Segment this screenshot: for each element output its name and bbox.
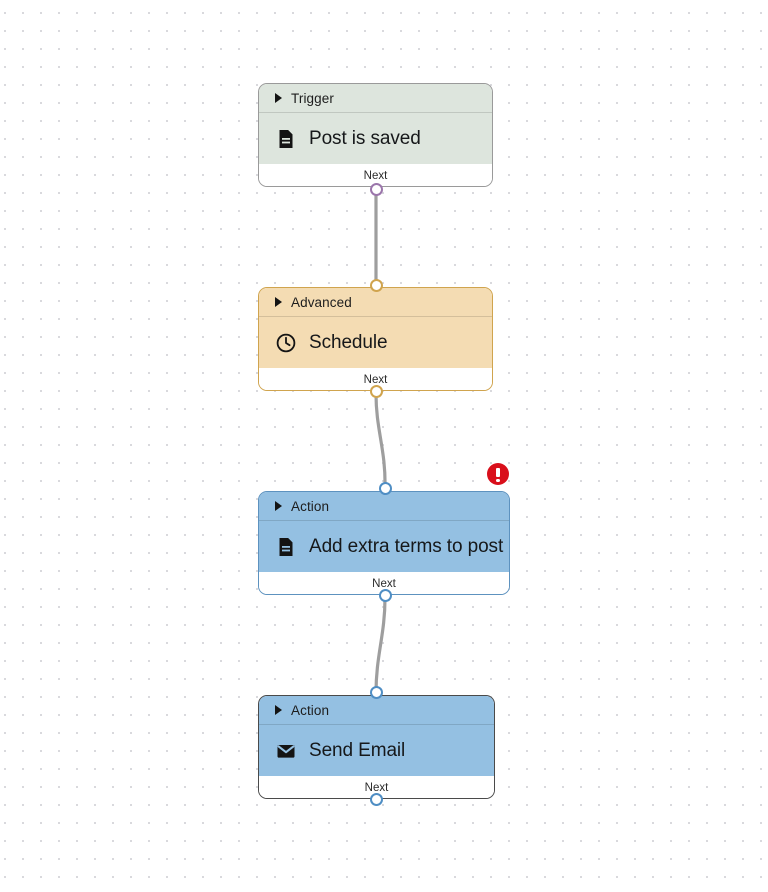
- disclosure-triangle-icon[interactable]: [275, 93, 282, 103]
- disclosure-triangle-icon[interactable]: [275, 501, 282, 511]
- node-trigger[interactable]: Trigger Post is saved Next: [258, 83, 493, 187]
- node-trigger-header[interactable]: Trigger: [259, 84, 492, 113]
- document-icon: [275, 128, 297, 150]
- port-advanced-output[interactable]: [369, 384, 383, 398]
- node-action-add-terms[interactable]: Action Add extra terms to post Next: [258, 491, 510, 595]
- node-action-add-terms-header[interactable]: Action: [259, 492, 509, 521]
- port-action-add-terms-input[interactable]: [378, 481, 392, 495]
- node-action-add-terms-next-button[interactable]: Next: [259, 572, 509, 594]
- disclosure-triangle-icon[interactable]: [275, 705, 282, 715]
- node-trigger-title: Post is saved: [309, 127, 421, 149]
- node-trigger-next-button[interactable]: Next: [259, 164, 492, 186]
- edge-action-add-terms-to-send-email: [374, 596, 387, 695]
- node-advanced-next-button[interactable]: Next: [259, 368, 492, 390]
- clock-icon: [275, 332, 297, 354]
- node-action-add-terms-title: Add extra terms to post: [309, 535, 504, 557]
- port-action-send-email-input[interactable]: [369, 685, 383, 699]
- envelope-icon: [275, 740, 297, 762]
- port-action-send-email-output[interactable]: [369, 792, 383, 806]
- document-icon: [275, 536, 297, 558]
- node-action-send-email[interactable]: Action Send Email Next: [258, 695, 495, 799]
- port-action-add-terms-output[interactable]: [378, 588, 392, 602]
- node-advanced-kind-label: Advanced: [291, 294, 352, 310]
- node-advanced-header[interactable]: Advanced: [259, 288, 492, 317]
- node-action-send-email-title: Send Email: [309, 739, 406, 761]
- node-action-send-email-body[interactable]: Send Email: [259, 725, 494, 776]
- node-action-add-terms-kind-label: Action: [291, 498, 330, 514]
- port-trigger-output[interactable]: [369, 182, 383, 196]
- node-action-send-email-next-button[interactable]: Next: [259, 776, 494, 798]
- node-advanced-body[interactable]: Schedule: [259, 317, 492, 368]
- node-advanced-title: Schedule: [309, 331, 388, 353]
- exclamation-icon: [496, 467, 501, 482]
- node-advanced[interactable]: Advanced Schedule Next: [258, 287, 493, 391]
- node-action-send-email-kind-label: Action: [291, 702, 330, 718]
- node-trigger-body[interactable]: Post is saved: [259, 113, 492, 164]
- error-badge-action-add-terms[interactable]: [487, 463, 509, 485]
- disclosure-triangle-icon[interactable]: [275, 297, 282, 307]
- node-trigger-kind-label: Trigger: [291, 90, 334, 106]
- edge-advanced-to-action-add-terms: [374, 392, 387, 491]
- node-action-add-terms-body[interactable]: Add extra terms to post: [259, 521, 509, 572]
- node-action-send-email-header[interactable]: Action: [259, 696, 494, 725]
- port-advanced-input[interactable]: [369, 278, 383, 292]
